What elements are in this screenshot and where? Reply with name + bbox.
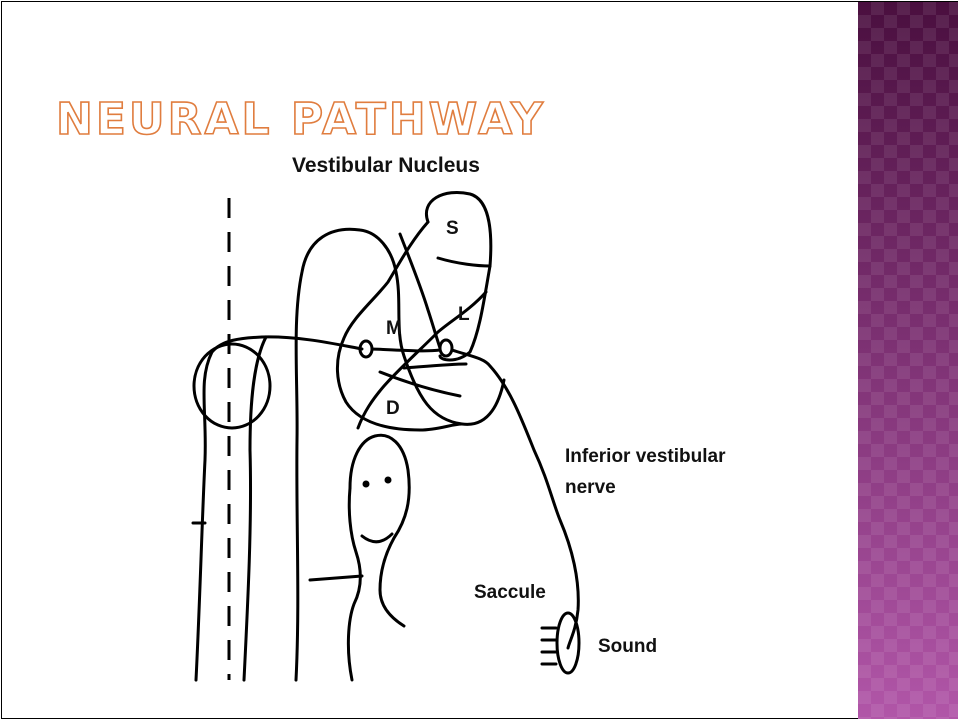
eye-right [385, 477, 392, 484]
head-outline-left [348, 488, 360, 680]
synapse-connector [372, 349, 440, 351]
neck-bridge [310, 576, 362, 580]
nerve-fiber [452, 350, 578, 648]
saccule-label: Saccule [474, 582, 546, 603]
smile [362, 534, 392, 542]
label-l: L [458, 304, 470, 325]
sound-label: Sound [598, 636, 657, 657]
nerve-fiber-return [404, 364, 466, 368]
nerve-label-line2: nerve [565, 477, 616, 498]
brainstem-outline-left [196, 337, 362, 680]
label-d: D [386, 398, 400, 419]
brainstem-outline-right [296, 229, 504, 680]
synapse-lateral [440, 340, 452, 356]
head-outline [350, 435, 409, 626]
label-m: M [386, 318, 402, 339]
label-s: S [446, 218, 459, 239]
nerve-label-line1: Inferior vestibular [565, 446, 726, 467]
brainstem-outline-inner [244, 337, 266, 680]
nucleus-boundary-sl [438, 258, 490, 266]
saccule-shape [557, 613, 579, 673]
nucleus-diagonal-1 [400, 234, 440, 348]
eye-left [363, 481, 370, 488]
nucleus-label: Vestibular Nucleus [292, 154, 480, 177]
